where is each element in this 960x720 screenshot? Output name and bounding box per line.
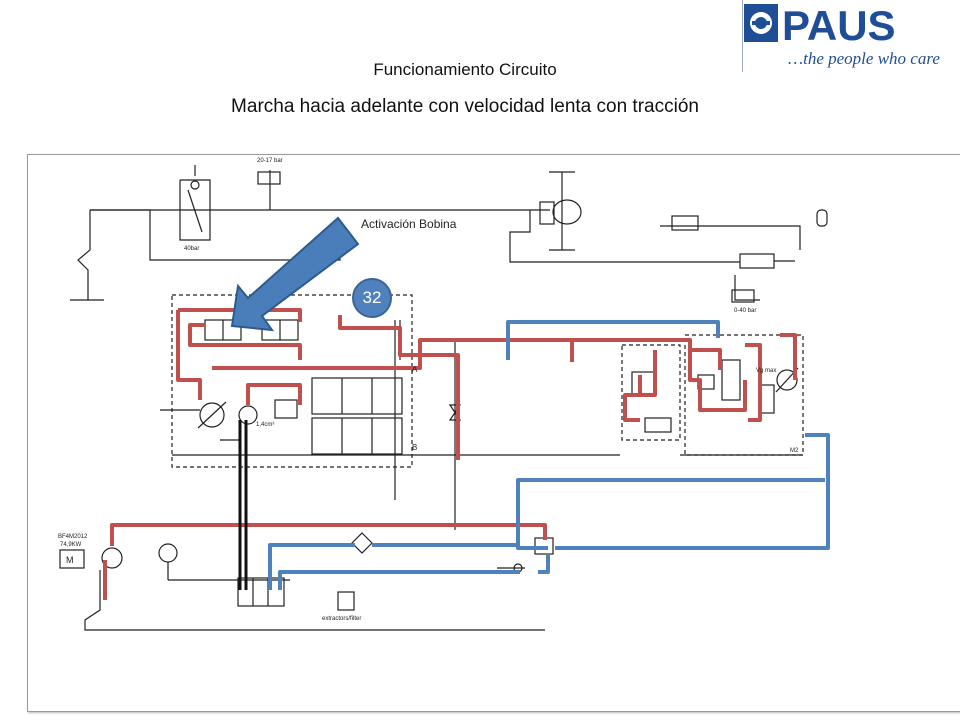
wheel-motor-icon [552,199,582,225]
label-engine-model: BF4M2012 [58,534,88,540]
vg-max-valve [721,359,741,401]
filter-block-icon [237,577,285,607]
charge-relief-icon [274,399,298,419]
relief-valve-box [179,179,211,241]
pressure-switch-top-icon [257,171,281,185]
cooler-icon [351,532,373,554]
logo-wordmark: PAUS [782,2,896,49]
tank-line-left [77,210,91,300]
cylinder-icon [739,253,775,269]
logo-divider [742,0,743,72]
return-lines [268,320,830,590]
step-number-badge: 32 [352,278,392,318]
activation-arrow [230,216,360,332]
label-filter: extractors/filter [322,616,361,622]
main-pump-icon [199,402,225,428]
circuit-diagram-frame [27,154,960,712]
label-port-m2: M2 [790,448,799,454]
label-port-b: B [412,443,417,452]
engine-pump-icon [101,547,123,569]
control-block-left [171,294,413,468]
label-motor: M [66,555,74,565]
solenoid-valve-3 [644,417,672,433]
logo-tagline: …the people who care [788,49,940,68]
label-relief: 40bar [184,246,199,252]
label-engine-power: 74,9KW [60,542,82,548]
label-pressure-top: 20-17 bar [257,158,283,164]
label-gauge-range: 0-40 bar [734,308,756,314]
slide-subtitle: Marcha hacia adelante con velocidad lent… [231,96,699,117]
label-port-a: A [412,365,418,374]
valve-section-lower [311,417,403,455]
pressure-sensor-icon [731,289,755,303]
charge-pump-icon [238,405,258,425]
label-vg-max: Vg max [756,368,776,374]
label-displacement: 1,4cm³ [256,422,274,428]
callout-activacion-bobina: Activación Bobina [361,217,457,231]
filter-indicator-icon [337,591,355,611]
pressure-gauge-icon [158,543,178,563]
accumulator-icon [816,209,828,227]
control-block-right [621,344,681,441]
slide-title: Funcionamiento Circuito [373,60,557,79]
engine-m-box [59,549,85,569]
valve-section-upper [311,377,403,415]
paus-logo: PAUS …the people who care [744,2,940,68]
pressure-lines [103,308,797,600]
